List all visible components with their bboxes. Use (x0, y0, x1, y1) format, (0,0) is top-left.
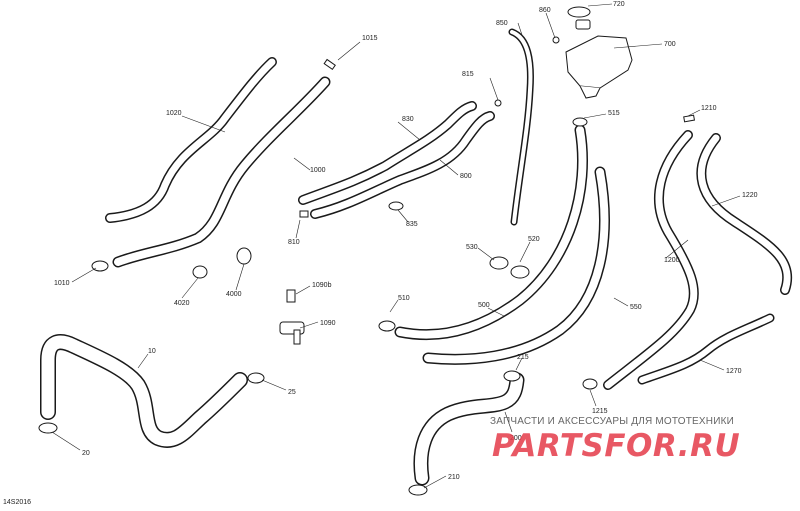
document-code: 14S2016 (3, 499, 32, 506)
hose-1270 (637, 313, 775, 385)
callout-labels: 720 860 850 700 1015 815 1020 830 515 12… (54, 1, 758, 481)
callout-200: 200 (510, 435, 522, 442)
hose-1200 (603, 130, 699, 390)
callout-830: 830 (402, 116, 414, 123)
callout-1215: 1215 (592, 408, 608, 415)
callout-1015: 1015 (362, 35, 378, 42)
callout-720: 720 (613, 1, 625, 8)
callout-815: 815 (462, 71, 474, 78)
callout-1010: 1010 (54, 280, 70, 287)
coolant-tank-700 (565, 19, 633, 99)
callout-1090b: 1090b (312, 282, 332, 289)
callout-10: 10 (148, 348, 156, 355)
callout-515: 515 (608, 110, 620, 117)
leader-lines (51, 3, 741, 489)
callout-510: 510 (398, 295, 410, 302)
cap-720 (567, 6, 591, 18)
callout-215: 215 (517, 354, 529, 361)
callout-800: 800 (460, 173, 472, 180)
watermark-caption: ЗАПЧАСТИ И АКСЕССУАРЫ ДЛЯ МОТОТЕХНИКИ (490, 416, 735, 427)
callout-25: 25 (288, 389, 296, 396)
callout-1220: 1220 (742, 192, 758, 199)
watermark-logo: PARTSFOR.RU (492, 428, 741, 464)
hose-10 (40, 334, 248, 448)
callout-1270: 1270 (726, 368, 742, 375)
callout-210: 210 (448, 474, 460, 481)
callout-700: 700 (664, 41, 676, 48)
callout-1020: 1020 (166, 110, 182, 117)
hose-clamps (38, 247, 598, 496)
callout-810: 810 (288, 239, 300, 246)
hose-550 (422, 166, 610, 365)
hose-200 (413, 372, 525, 486)
hose-1220 (696, 133, 793, 295)
callout-1200: 1200 (664, 257, 680, 264)
callout-860: 860 (539, 7, 551, 14)
hose-830 (298, 101, 477, 205)
callout-835: 835 (406, 221, 418, 228)
callout-4020: 4020 (174, 300, 190, 307)
callout-500: 500 (478, 302, 490, 309)
hose-800 (310, 111, 495, 219)
callout-1000: 1000 (310, 167, 326, 174)
callout-530: 530 (466, 244, 478, 251)
callout-550: 550 (630, 304, 642, 311)
small-parts (279, 36, 696, 345)
hose-500 (394, 124, 588, 341)
callout-20: 20 (82, 450, 90, 457)
hose-850 (508, 28, 534, 226)
callout-850: 850 (496, 20, 508, 27)
hose-1000 (112, 76, 331, 268)
hose-1020 (105, 57, 277, 223)
callout-520: 520 (528, 236, 540, 243)
callout-1090: 1090 (320, 320, 336, 327)
callout-1210: 1210 (701, 105, 717, 112)
callout-4000: 4000 (226, 291, 242, 298)
